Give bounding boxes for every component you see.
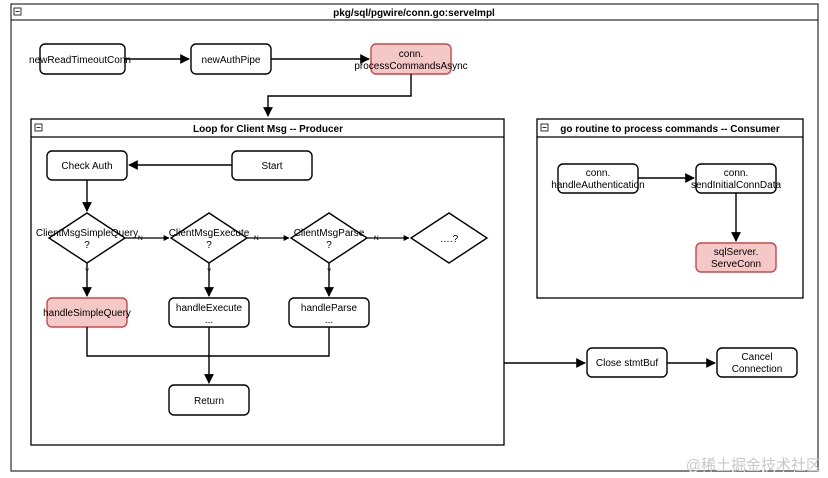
svg-text:sqlServer.: sqlServer. bbox=[714, 247, 758, 258]
svg-text:Start: Start bbox=[261, 161, 282, 172]
new-read-timeout-node: newReadTimeoutConn bbox=[29, 43, 131, 75]
svg-text:conn.: conn. bbox=[724, 168, 748, 179]
new-auth-pipe-node: newAuthPipe bbox=[190, 43, 272, 75]
send-initial-conn-data-node: conn. sendInitialConnData bbox=[691, 163, 781, 194]
svg-text:ServeConn: ServeConn bbox=[711, 259, 761, 270]
handle-parse-node: handleParse ... bbox=[288, 297, 370, 328]
start-node: Start bbox=[231, 150, 313, 181]
svg-text:handleParse: handleParse bbox=[301, 303, 358, 314]
svg-text:...: ... bbox=[205, 315, 213, 326]
return-node: Return bbox=[168, 384, 250, 416]
label-yes-1: Y bbox=[85, 268, 90, 275]
handle-execute-node: handleExecute ... bbox=[168, 297, 250, 328]
svg-text:newAuthPipe: newAuthPipe bbox=[202, 55, 261, 66]
svg-text:ClientMsgParse: ClientMsgParse bbox=[294, 228, 365, 239]
svg-text:conn.: conn. bbox=[586, 168, 610, 179]
edge-handlers-to-return bbox=[86, 327, 330, 383]
cancel-connection-node: Cancel Connection bbox=[716, 347, 798, 378]
label-yes-3: Y bbox=[327, 268, 332, 275]
svg-text:?: ? bbox=[326, 240, 332, 251]
svg-text:Return: Return bbox=[194, 396, 224, 407]
label-no-2: N bbox=[254, 235, 259, 242]
label-no-1: N bbox=[138, 235, 143, 242]
svg-text:conn.: conn. bbox=[399, 49, 423, 60]
outer-title: pkg/sql/pgwire/conn.go:serveImpl bbox=[333, 8, 495, 19]
watermark: @稀土掘金技术社区 bbox=[686, 457, 821, 474]
svg-text:processCommandsAsync: processCommandsAsync bbox=[354, 61, 467, 72]
process-commands-node: conn. processCommandsAsync bbox=[354, 43, 468, 75]
svg-text:ClientMsgExecute: ClientMsgExecute bbox=[169, 228, 250, 239]
handle-simple-query-node: handleSimpleQuery bbox=[43, 297, 131, 328]
svg-text:ClientMsgSimpleQuery: ClientMsgSimpleQuery bbox=[36, 228, 138, 239]
label-yes-2: Y bbox=[207, 268, 212, 275]
svg-text:Check Auth: Check Auth bbox=[61, 161, 112, 172]
svg-text:Close stmtBuf: Close stmtBuf bbox=[596, 358, 658, 369]
consumer-title: go routine to process commands -- Consum… bbox=[560, 124, 780, 135]
svg-text:handleExecute: handleExecute bbox=[176, 303, 243, 314]
edge-process-to-loop bbox=[263, 74, 412, 117]
decision-parse: ClientMsgParse ? bbox=[289, 212, 369, 264]
handle-authentication-node: conn. handleAuthentication bbox=[551, 163, 645, 194]
serve-conn-node: sqlServer. ServeConn bbox=[695, 242, 777, 273]
svg-text:handleAuthentication: handleAuthentication bbox=[551, 180, 644, 191]
check-auth-node: Check Auth bbox=[46, 150, 128, 181]
svg-text:sendInitialConnData: sendInitialConnData bbox=[691, 180, 781, 191]
svg-text:Cancel: Cancel bbox=[741, 352, 772, 363]
svg-text:handleSimpleQuery: handleSimpleQuery bbox=[43, 308, 131, 319]
svg-text:?: ? bbox=[84, 240, 90, 251]
label-no-3: N bbox=[374, 235, 379, 242]
svg-text:newReadTimeoutConn: newReadTimeoutConn bbox=[29, 55, 131, 66]
svg-text:...: ... bbox=[325, 315, 333, 326]
svg-text:?: ? bbox=[206, 240, 212, 251]
producer-title: Loop for Client Msg -- Producer bbox=[193, 124, 343, 135]
svg-text:….?: ….? bbox=[440, 234, 459, 245]
close-stmtbuf-node: Close stmtBuf bbox=[586, 347, 668, 378]
decision-more: ….? bbox=[409, 212, 489, 264]
svg-text:Connection: Connection bbox=[732, 364, 783, 375]
